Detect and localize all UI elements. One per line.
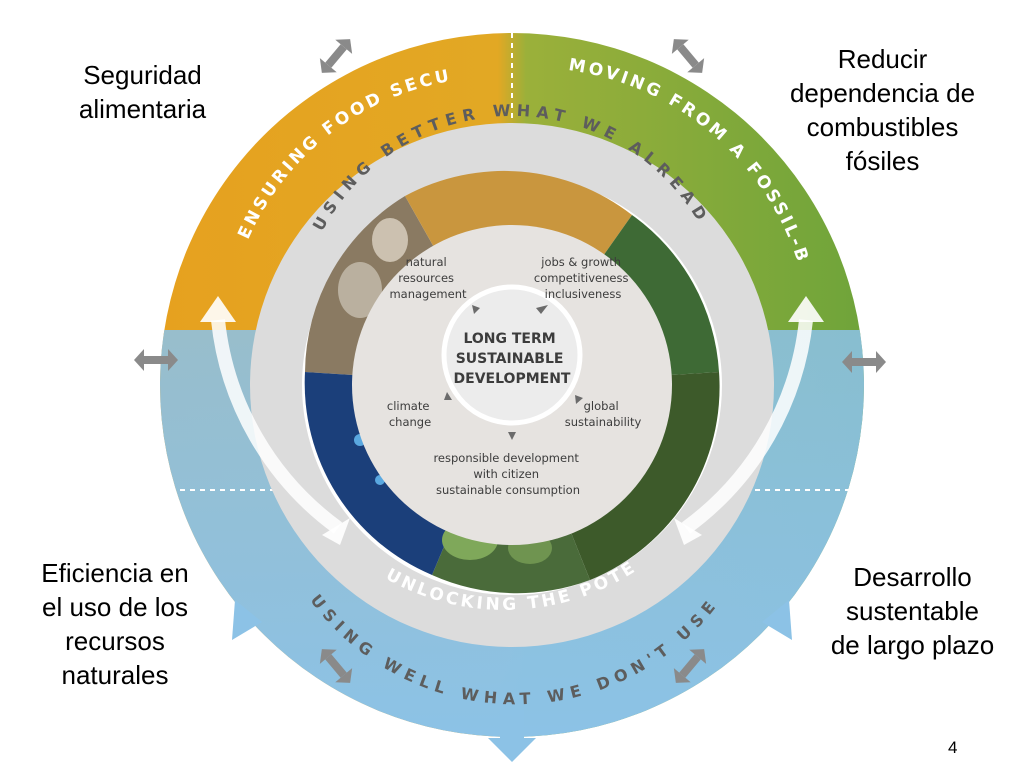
page-number: 4 bbox=[948, 738, 958, 757]
climate-change-label: climate change bbox=[387, 399, 433, 429]
center-title: LONG TERM SUSTAINABLE DEVELOPMENT bbox=[454, 331, 571, 387]
global-sustainability-label: global sustainability bbox=[565, 399, 642, 429]
circular-flow-arrows bbox=[211, 319, 813, 534]
double-arrows bbox=[134, 39, 886, 683]
label-desarrollo-sustentable: Desarrollo sustentable de largo plazo bbox=[830, 562, 995, 660]
label-reducir-dependencia: Reducir dependencia de combustibles fósi… bbox=[789, 44, 976, 176]
label-eficiencia-recursos: Eficiencia en el uso de los recursos nat… bbox=[41, 558, 189, 690]
double-arrow-top-right bbox=[671, 39, 705, 73]
double-arrow-bottom-left bbox=[319, 649, 353, 683]
jobs-growth-label: jobs & growth competitiveness inclusiven… bbox=[534, 255, 632, 301]
double-arrow-top-left bbox=[319, 39, 353, 73]
double-arrow-bottom-right bbox=[673, 649, 707, 683]
flow-arrowheads bbox=[200, 296, 824, 545]
outward-arrows bbox=[232, 600, 792, 762]
natural-resources-label: natural resources management bbox=[389, 255, 467, 301]
double-arrow-left bbox=[134, 349, 178, 371]
cycle-arrowheads bbox=[444, 305, 583, 440]
double-arrow-right bbox=[842, 351, 886, 373]
responsible-development-label: responsible development with citizen sus… bbox=[433, 451, 582, 497]
center-core bbox=[441, 284, 583, 426]
label-seguridad-alimentaria: Seguridad alimentaria bbox=[78, 60, 207, 124]
